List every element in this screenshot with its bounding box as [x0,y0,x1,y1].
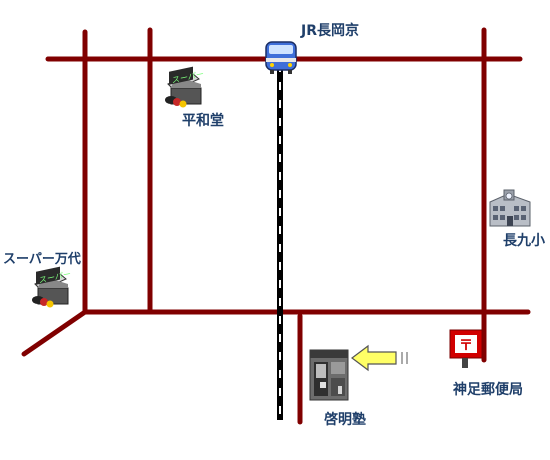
supermarket-icon-mandai: スーパー [32,266,71,308]
post-office-label: 神足郵便局 [453,382,523,398]
arrow-left-icon [351,344,408,372]
station-label: JR長岡京 [301,23,359,39]
train-icon [265,41,297,74]
post-box-mark: 〒 [459,338,473,354]
road-diagonal [21,309,88,357]
heiwado-label: 平和堂 [182,113,224,129]
roads [21,27,531,425]
school-label: 長九小 [503,233,545,249]
building-photo-icon [309,349,349,401]
super-mandai-label: スーパー万代 [3,252,81,267]
supermarket-icon-heiwado: スーパー [165,66,204,108]
school-building-icon [489,189,531,227]
keimeijuku-label: 啓明塾 [324,412,366,428]
post-box-icon: 〒 [449,329,483,368]
